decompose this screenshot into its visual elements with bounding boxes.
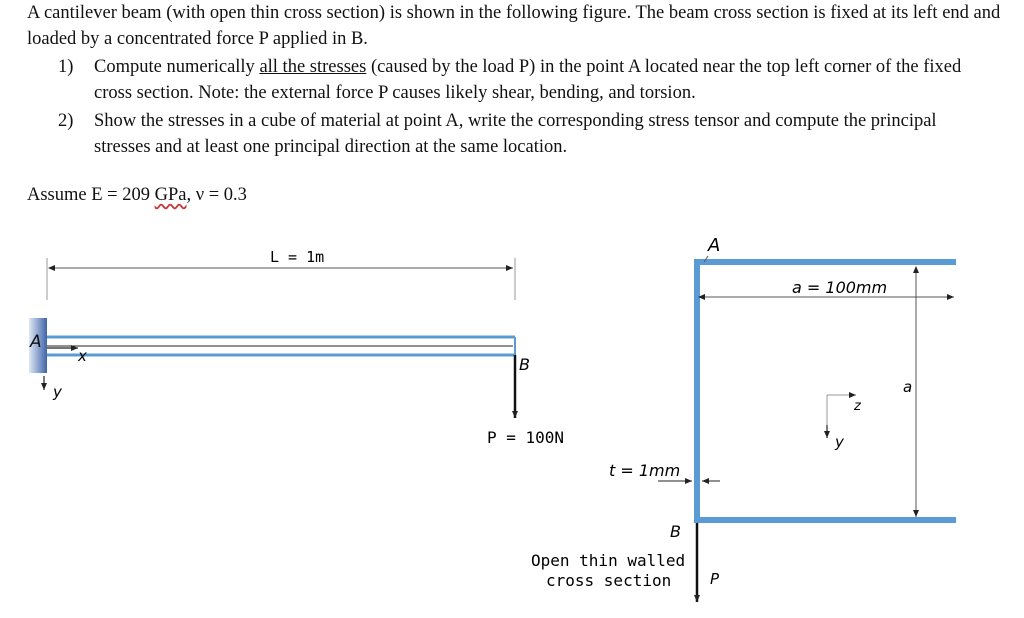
task-1-text: Compute numerically all the stresses (ca…	[94, 54, 994, 106]
assume-unit: GPa	[154, 185, 187, 205]
task-1-text-end: (caused by the load P) in the point A lo…	[94, 57, 962, 103]
beam-load-point-label: B	[519, 355, 530, 374]
section-caption-line1: Open thin walled	[531, 551, 685, 570]
task-1-number: 1)	[58, 57, 74, 77]
task-1-text-start: Compute numerically	[94, 57, 260, 77]
section-height-label: a	[903, 378, 912, 396]
length-label: L = 1m	[270, 248, 324, 266]
section-walls	[694, 259, 956, 523]
beam-figure: L = 1m A x y B P = 100N	[29, 248, 564, 447]
beam-axes: x y	[41, 345, 87, 401]
section-top-point-label: A	[707, 235, 720, 256]
section-z-axis-label: z	[853, 399, 862, 414]
task-2-number: 2)	[58, 111, 74, 131]
task-1-underlined: all the stresses	[259, 57, 367, 77]
beam-body	[47, 335, 516, 357]
section-load-point-label: B	[670, 522, 681, 541]
beam-load: B P = 100N	[487, 355, 564, 447]
length-dimension: L = 1m	[46, 248, 516, 300]
beam-x-axis-label: x	[77, 347, 87, 365]
thickness-label: t = 1mm	[609, 461, 680, 480]
section-load: P	[694, 523, 720, 602]
assume-prefix: Assume E = 209	[27, 185, 155, 205]
material-assumption: Assume E = 209 GPa, ν = 0.3	[27, 182, 1007, 208]
section-axes: z y	[824, 392, 862, 451]
fixed-support	[29, 318, 47, 373]
section-load-label: P	[710, 570, 720, 588]
beam-y-axis-label: y	[52, 383, 63, 401]
section-width-label: a = 100mm	[792, 278, 887, 297]
beam-load-label: P = 100N	[487, 428, 564, 447]
task-2-text: Show the stresses in a cube of material …	[94, 111, 937, 157]
section-y-axis-label: y	[834, 433, 845, 451]
fixed-end-label: A	[29, 332, 42, 352]
section-caption-line2: cross section	[546, 571, 671, 590]
problem-intro: A cantilever beam (with open thin cross …	[27, 3, 1001, 49]
assume-suffix: , ν = 0.3	[186, 185, 247, 205]
section-figure: A a = 100mm a z y t = 1mm B P Open t	[531, 235, 956, 602]
thickness-dimension: t = 1mm	[609, 461, 720, 484]
